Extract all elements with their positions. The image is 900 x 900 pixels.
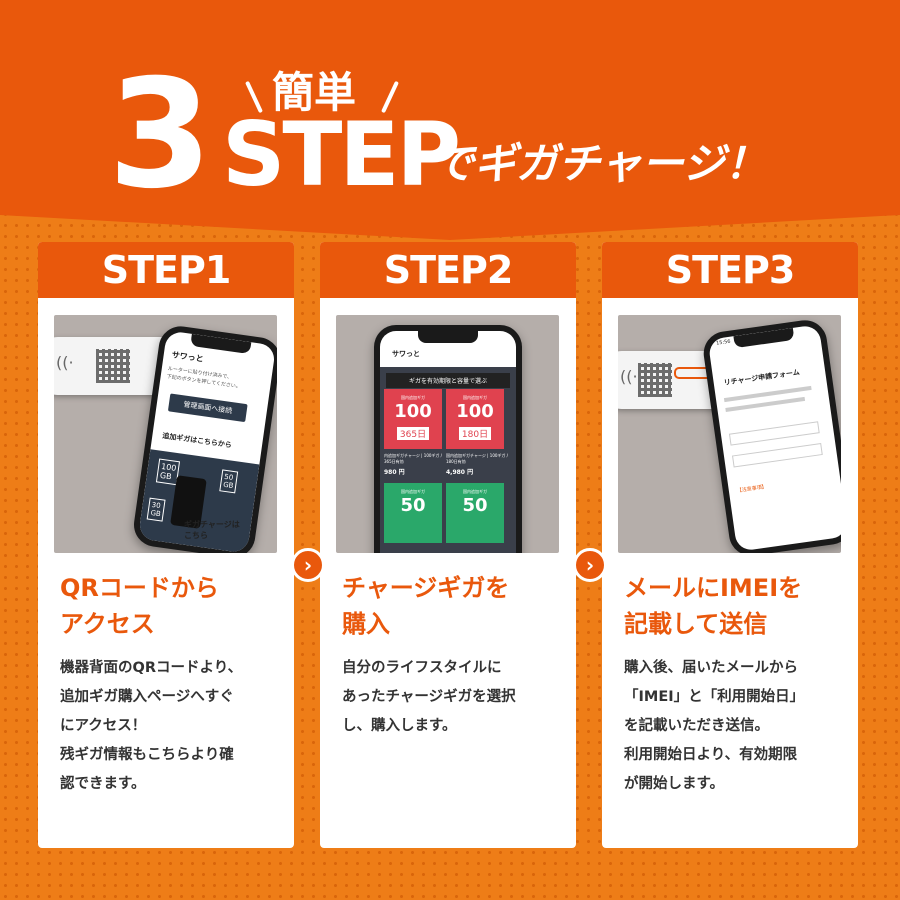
- gb-tile[interactable]: 国内追加ギガ 50: [384, 483, 442, 543]
- next-step-arrow-1: ›: [291, 548, 325, 582]
- item-label: 内追加ギガチャージ | 100ギガ / 365日有効: [384, 453, 443, 464]
- phone-screen: 15:56 リチャージ申請フォーム 【注意事項】: [707, 324, 841, 552]
- step-description: 機器背面のQRコードより、 追加ギガ購入ページへすぐ にアクセス！ 残ギガ情報も…: [60, 660, 243, 792]
- imei-input[interactable]: [728, 421, 820, 446]
- notice-label: 【注意事項】: [736, 484, 768, 495]
- header-band: [0, 0, 900, 240]
- item-price: 4,980 円: [446, 469, 474, 476]
- phone-sub: 追加ギガはこちらから: [161, 431, 233, 450]
- title-step: STEP: [222, 103, 461, 206]
- qr-code: [638, 363, 672, 397]
- gb-tile-50: 50 GB: [219, 469, 239, 494]
- phone-mockup: 15:56 リチャージ申請フォーム 【注意事項】: [700, 317, 841, 553]
- qr-code: [96, 349, 130, 383]
- item-label: 国内追加ギガチャージ | 100ギガ / 180日有効: [446, 453, 509, 464]
- wifi-icon: ((·: [620, 367, 638, 386]
- step-description: 自分のライフスタイルに あったチャージギガを選択 し、購入します。: [342, 660, 516, 734]
- title-kantan: 簡単: [272, 68, 357, 117]
- admin-connect-button[interactable]: 管理画面へ接続: [167, 393, 248, 423]
- phone-screen: サワっと ギガを有効期限と容量で選ぶ 国内追加ギガ 100 365日 国内追加ギ…: [380, 331, 516, 553]
- gb-tile[interactable]: 国内追加ギガ 50: [446, 483, 504, 543]
- step-card-2: STEP2 サワっと ギガを有効期限と容量で選ぶ 国内追加ギガ 100 365日…: [320, 242, 576, 848]
- gb-tile-30: 30 GB: [146, 497, 166, 522]
- select-banner: ギガを有効期限と容量で選ぶ: [386, 373, 510, 388]
- form-title: リチャージ申請フォーム: [723, 368, 801, 387]
- gb-tile[interactable]: 国内追加ギガ 100 180日: [446, 389, 504, 449]
- title-number: 3: [108, 48, 212, 222]
- item-price: 980 円: [384, 469, 405, 476]
- status-time: 15:56: [715, 338, 731, 347]
- step-card-3: STEP3 ((· 15:56 リチャージ申請フォーム 【注意事項】 メールにI…: [602, 242, 858, 848]
- step-label: STEP2: [320, 242, 576, 298]
- gigacharge-link[interactable]: ギガチャージは こちら: [184, 520, 240, 540]
- step-label: STEP1: [38, 242, 294, 298]
- step-image: ((· 15:56 リチャージ申請フォーム 【注意事項】: [618, 315, 841, 553]
- step-image: ((· サワっと ルーターに貼り付け済みで、 下記のボタンを押してください。 管…: [54, 315, 277, 553]
- start-date-input[interactable]: [731, 443, 823, 468]
- gb-tile[interactable]: 国内追加ギガ 100 365日: [384, 389, 442, 449]
- step-image: サワっと ギガを有効期限と容量で選ぶ 国内追加ギガ 100 365日 国内追加ギ…: [336, 315, 559, 553]
- step-card-1: STEP1 ((· サワっと ルーターに貼り付け済みで、 下記のボタンを押してく…: [38, 242, 294, 848]
- brand-logo: サワっと: [171, 350, 205, 364]
- product-panel: ギガを有効期限と容量で選ぶ 国内追加ギガ 100 365日 国内追加ギガ 100…: [380, 367, 516, 553]
- brand-logo: サワっと: [392, 350, 420, 358]
- wifi-icon: ((·: [56, 353, 74, 372]
- next-step-arrow-2: ›: [573, 548, 607, 582]
- step-heading: QRコードから アクセス: [60, 574, 219, 638]
- step-label: STEP3: [602, 242, 858, 298]
- phone-mockup: サワっと ギガを有効期限と容量で選ぶ 国内追加ギガ 100 365日 国内追加ギ…: [374, 325, 522, 553]
- step-heading: チャージギガを 購入: [342, 574, 510, 638]
- step-heading: メールにIMEIを 記載して送信: [624, 574, 803, 638]
- step-description: 購入後、届いたメールから 「IMEI」と「利用開始日」 を記載いただき送信。 利…: [624, 660, 805, 792]
- title-subtitle: でギガチャージ！: [432, 139, 767, 188]
